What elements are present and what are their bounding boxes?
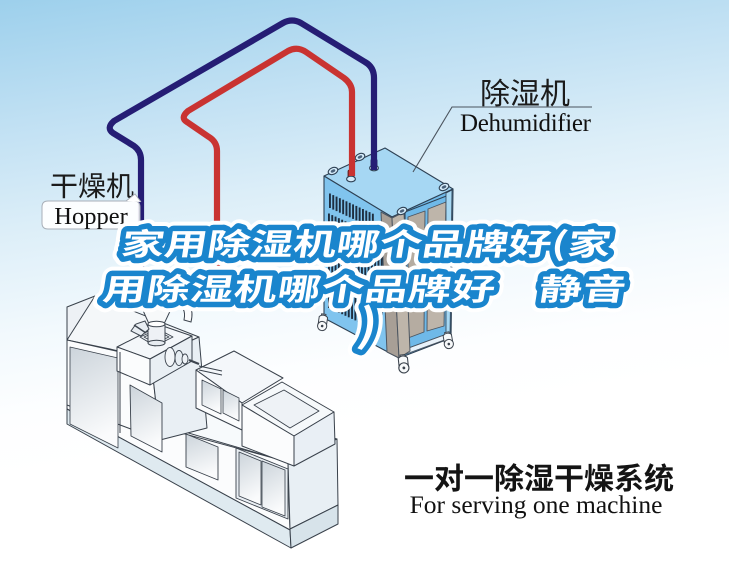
svg-text:Dehumidifier: Dehumidifier: [460, 110, 592, 137]
svg-text:Hopper: Hopper: [54, 203, 127, 230]
svg-text:For serving one machine: For serving one machine: [410, 490, 663, 519]
